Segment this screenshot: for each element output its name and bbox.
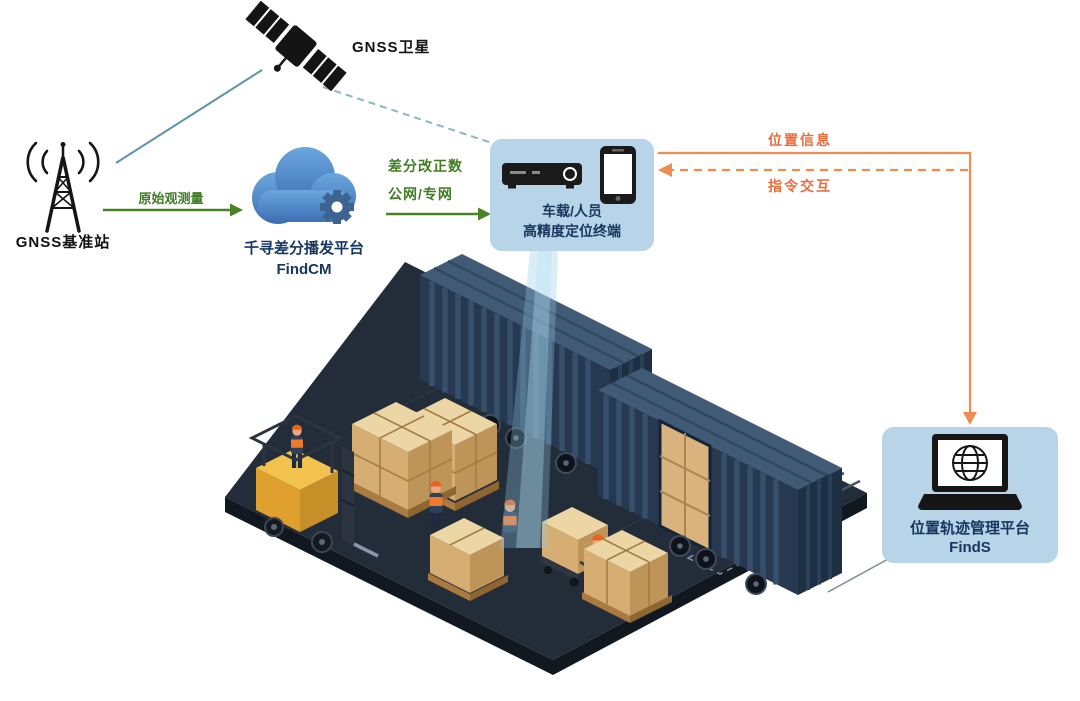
radio-tower-icon	[26, 141, 100, 233]
smartphone-icon	[600, 146, 636, 204]
finds-platform-label: 位置轨迹管理平台	[909, 520, 1030, 537]
container-b-wheels	[669, 535, 767, 595]
positioning-beam	[500, 251, 558, 548]
forklift-roof	[248, 414, 344, 462]
gear-icon	[320, 190, 354, 224]
container-a-top	[420, 254, 652, 370]
terminal-label-line2: 高精度定位终端	[523, 223, 621, 239]
cloud-platform-label: 千寻差分播发平台	[243, 240, 364, 257]
forklift	[248, 414, 379, 558]
container-b-ribs	[603, 394, 779, 585]
forklift-body-top	[256, 449, 338, 490]
raw-obs-arrow	[103, 203, 243, 217]
location-info-label: 位置信息	[768, 132, 832, 148]
forklift-body-right	[300, 471, 338, 532]
laptop-globe-icon	[918, 434, 1022, 510]
forklift-mast	[342, 446, 354, 546]
location-info-line	[658, 151, 977, 425]
container-b-top	[598, 368, 842, 490]
container-a-ribs	[429, 281, 591, 464]
raw-observation-label: 原始观测量	[138, 191, 204, 206]
signal-waves-icon	[26, 141, 100, 183]
satellite-terminal-dashed-line	[322, 86, 499, 146]
container-b-cargo-lines	[659, 433, 711, 540]
command-interaction-line	[658, 163, 968, 177]
base-station-label: GNSS基准站	[15, 234, 111, 251]
network-label: 公网/专网	[388, 186, 453, 202]
pallet-stack-front	[350, 402, 456, 518]
forklift-body-left	[256, 468, 300, 532]
warehouse-scene	[225, 251, 867, 675]
cloud-platform-caption: 千寻差分播发平台 FindCM	[226, 237, 382, 278]
cloud-gear-icon	[252, 147, 356, 224]
finds-label: FindS	[949, 539, 991, 556]
satellite-label: GNSS卫星	[352, 39, 431, 56]
terminal-label-line1: 车载/人员	[542, 203, 602, 219]
pallet-stack-bottom	[582, 530, 672, 623]
finds-bubble: 位置轨迹管理平台 FindS	[882, 427, 1058, 563]
terminal-bubble: 车载/人员 高精度定位终端	[490, 139, 654, 251]
receiver-box-icon	[502, 163, 582, 189]
gnss-satellite-icon	[245, 0, 347, 92]
findcm-label: FindCM	[276, 261, 332, 278]
single-carton	[428, 518, 508, 601]
satellite-links	[115, 69, 499, 164]
satellite-station-line	[115, 69, 263, 164]
shipping-container-b	[598, 368, 842, 595]
diff-correction-label: 差分改正数	[388, 158, 463, 174]
command-interaction-label: 指令交互	[768, 178, 832, 194]
terminal-icons	[502, 146, 636, 204]
finds-connector-line	[827, 557, 891, 593]
diff-correction-arrow	[386, 207, 491, 221]
